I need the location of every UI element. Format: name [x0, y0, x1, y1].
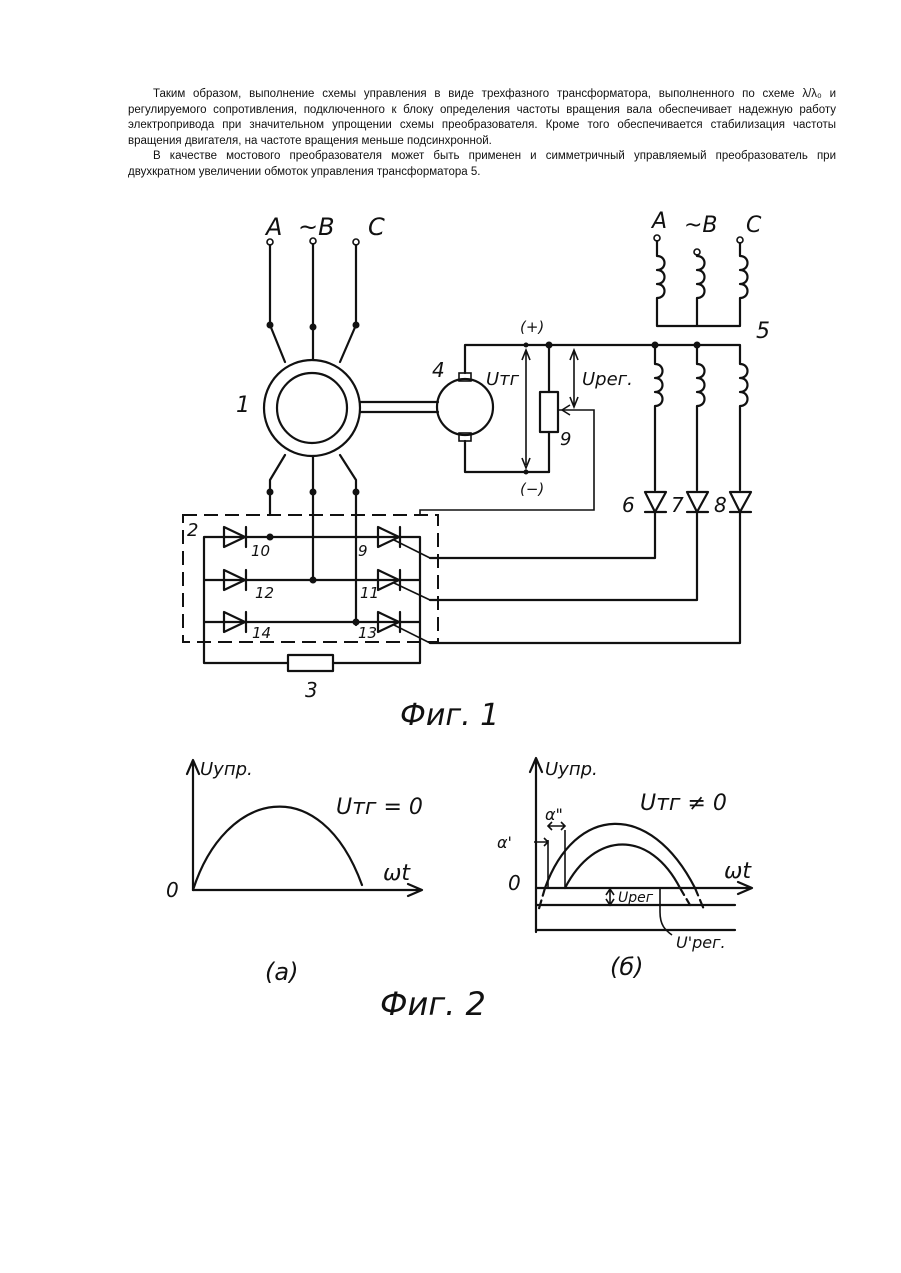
fig2b-ureg2-leader — [660, 888, 672, 935]
rotor-wires — [270, 455, 356, 625]
fig2b-alpha2: α" — [545, 805, 563, 824]
t9-label: 9 — [358, 542, 368, 560]
fig1-diagram: A ~B C 1 4 (+) (−) Uтг — [183, 209, 770, 733]
fig2b-ylabel: Uупр. — [545, 759, 598, 780]
diode7-label: 7 — [671, 493, 684, 517]
tacho-label: 4 — [432, 358, 445, 382]
fig2a-graph: Uупр. Uтг = 0 0 ωt (а) — [166, 759, 423, 986]
fig2b-ureg: Uрег — [618, 890, 654, 906]
fig2b-curve-outer — [545, 824, 695, 888]
fig1-caption: Фиг. 1 — [400, 698, 499, 733]
phase-a-label: A — [264, 213, 282, 241]
t11-label: 11 — [360, 584, 379, 602]
tachogenerator — [437, 379, 493, 435]
fig2b-alpha1: α' — [497, 833, 512, 852]
shaft — [360, 402, 438, 412]
d10-label: 10 — [251, 542, 270, 560]
fig2b-sublabel: (б) — [610, 953, 644, 981]
pot-wiper — [420, 410, 594, 515]
utg-label: Uтг — [486, 369, 520, 390]
phase-b-label-right: ~B — [684, 213, 718, 238]
fig2b-origin: 0 — [508, 871, 521, 895]
phase-c-label-right: C — [746, 213, 762, 238]
diodes-6-7-8 — [645, 492, 751, 512]
transformer-primary — [657, 241, 748, 326]
t13-label: 13 — [358, 624, 377, 642]
fig2b-curve-inner — [565, 845, 680, 889]
diode8-label: 8 — [714, 493, 727, 517]
diode-outputs — [430, 512, 740, 643]
phase-b-label: ~B — [298, 213, 335, 241]
motor-label: 1 — [236, 393, 250, 418]
d14-label: 14 — [252, 624, 271, 642]
d12-label: 12 — [255, 584, 274, 602]
ureg-arrow — [570, 350, 578, 407]
resistor-label: 3 — [305, 678, 318, 702]
resistor — [288, 655, 333, 671]
fig2a-eq: Uтг = 0 — [336, 795, 423, 820]
minus-label: (−) — [520, 480, 544, 498]
plus-label: (+) — [520, 318, 544, 336]
motor-stator — [264, 360, 360, 456]
fig2a-xlabel: ωt — [383, 861, 411, 886]
transformer-label: 5 — [756, 319, 770, 344]
fig2b-ureg2: U'рег. — [676, 933, 726, 952]
pot-label: 9 — [560, 429, 571, 450]
motor-rotor — [277, 373, 347, 443]
fig2-caption: Фиг. 2 — [380, 985, 486, 1023]
transformer-secondary — [655, 345, 748, 490]
fig2b-reg-lines — [536, 905, 735, 930]
thyristor-gates — [394, 540, 430, 643]
potentiometer — [540, 392, 558, 432]
fig2a-origin: 0 — [166, 878, 179, 902]
diode6-label: 6 — [622, 493, 635, 517]
fig2a-ylabel: Uупр. — [200, 759, 253, 780]
fig2b-graph: Uупр. Uтг ≠ 0 0 ωt α' α" Uрег U'рег. (б) — [497, 758, 752, 981]
fig2b-xlabel: ωt — [724, 859, 752, 884]
phase-a-label-right: A — [650, 209, 667, 234]
fig2a-y-axis — [187, 760, 199, 890]
fig2b-eq: Uтг ≠ 0 — [640, 791, 727, 816]
utg-arrow — [522, 350, 530, 468]
converter-label: 2 — [187, 520, 198, 541]
ureg-label: Uрег. — [582, 369, 633, 390]
phase-wires-top — [270, 244, 356, 362]
fig2a-sublabel: (а) — [265, 958, 298, 986]
fig2b-ureg-arrow — [606, 888, 614, 905]
phase-c-label: C — [368, 213, 385, 241]
